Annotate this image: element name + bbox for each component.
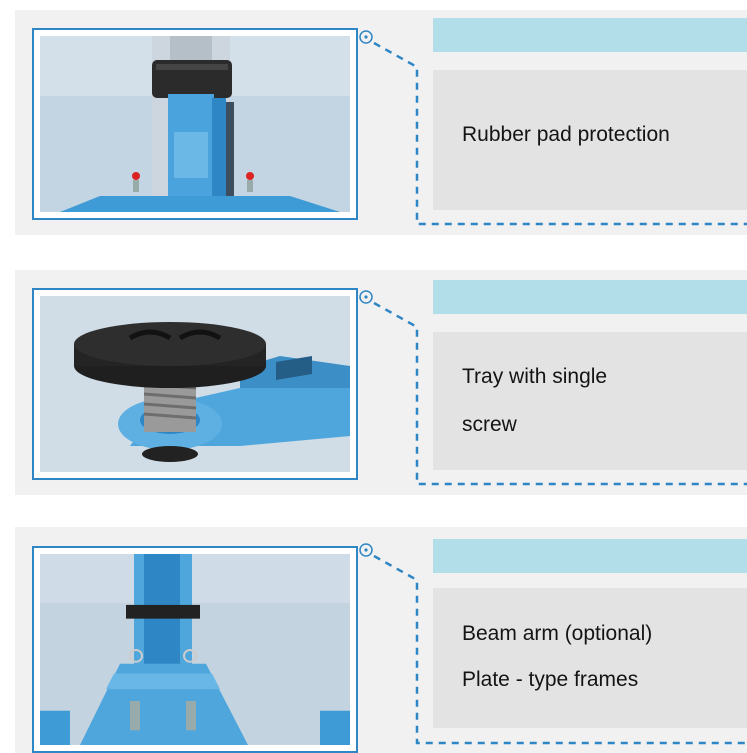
feature-text-box: Rubber pad protection	[433, 70, 747, 210]
photo-frame	[32, 28, 358, 220]
column-with-rubber-pad-photo	[40, 36, 350, 212]
feature-card-rubber-pad: Rubber pad protection	[15, 10, 747, 235]
beam-arm-plate-frame-photo	[40, 554, 350, 745]
feature-header-bar	[433, 18, 747, 52]
feature-card-tray-screw: Tray with single screw	[15, 270, 747, 495]
feature-card-beam-arm: Beam arm (optional) Plate - type frames	[15, 527, 747, 753]
photo-frame	[32, 546, 358, 753]
feature-text-box: Tray with single screw	[433, 332, 747, 470]
feature-label-line-1: Beam arm (optional)	[462, 622, 653, 645]
feature-label-line-1: Tray with single	[462, 365, 608, 388]
photo-frame	[32, 288, 358, 480]
feature-text-box: Beam arm (optional) Plate - type frames	[433, 588, 747, 728]
feature-label-line-2: screw	[462, 413, 517, 436]
feature-label: Rubber pad protection	[462, 123, 670, 146]
threaded-tray-on-arm-photo	[40, 296, 350, 472]
feature-header-bar	[433, 280, 747, 314]
feature-header-bar	[433, 539, 747, 573]
feature-label-line-2: Plate - type frames	[462, 668, 639, 691]
